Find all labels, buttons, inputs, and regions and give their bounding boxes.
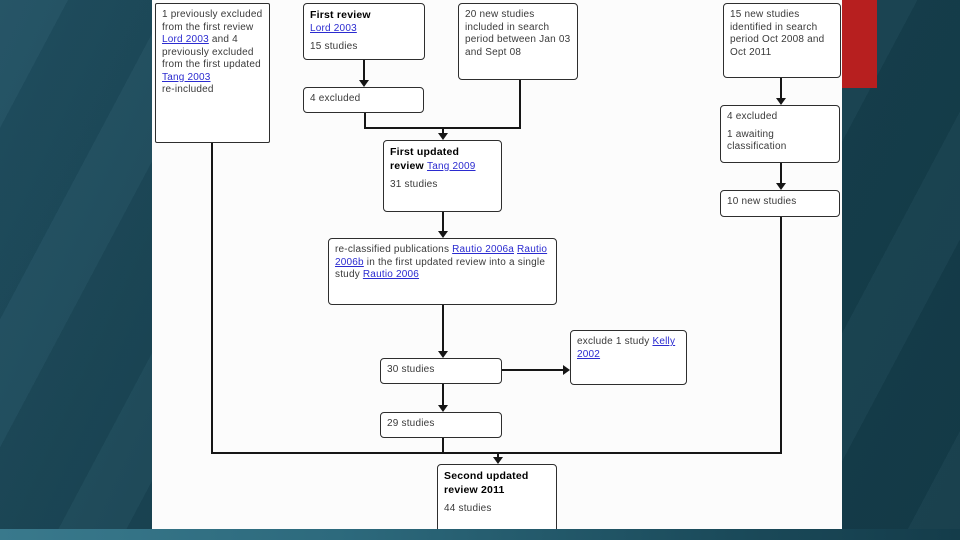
bottom-accent-bar [0, 529, 960, 540]
link-rautio-2006a[interactable]: Rautio 2006a [452, 244, 515, 255]
first-updated-count: 31 studies [390, 179, 438, 190]
box-first-review: First review Lord 2003 15 studies [303, 3, 425, 60]
excluded-4-text: 4 excluded [310, 93, 361, 104]
box-4-excluded-1-awaiting: 4 excluded 1 awaiting classification [720, 105, 840, 163]
box-reclassified-publications: re-classified publications Rautio 2006a … [328, 238, 557, 305]
connector-29-down [442, 438, 444, 453]
first-review-title: First review [310, 9, 371, 21]
exclude-one-text: exclude 1 study [577, 336, 653, 347]
arrowhead-10new [776, 183, 786, 190]
arrowhead-29studies [438, 405, 448, 412]
new-studies-2011-text: 15 new studies identified in search peri… [730, 9, 825, 58]
arrowhead-kelly [563, 365, 570, 375]
link-kelly-2002[interactable]: Kelly 2002 [577, 336, 676, 360]
connector-10new-down [780, 217, 782, 453]
reclassified-text-2: in the first updated review into a singl… [335, 256, 546, 281]
reincluded-text-3: re-included [162, 84, 214, 95]
connector-merge-bottom [211, 452, 782, 454]
box-30-studies: 30 studies [380, 358, 502, 384]
connector-excluded4-down [364, 113, 366, 129]
connector-30-to-29 [442, 384, 444, 407]
connector-into-secondupdated [497, 453, 499, 459]
connector-firstupdated-to-reclassified [442, 212, 444, 233]
link-rautio-2006[interactable]: Rautio 2006 [362, 269, 420, 280]
link-rautio-2006b[interactable]: Rautio 2006b [335, 244, 548, 268]
connector-excluded-to-10new [780, 163, 782, 185]
red-accent-block [842, 0, 877, 88]
excluded-awaiting-line2: 1 awaiting classification [727, 128, 787, 153]
second-updated-title: Second updated review 2011 [444, 470, 529, 496]
box-first-updated-review: First updated review Tang 2009 31 studie… [383, 140, 502, 212]
link-tang-2009[interactable]: Tang 2009 [427, 160, 476, 172]
arrowhead-excluded-awaiting [776, 98, 786, 105]
slide-canvas: 1 previously excluded from the first rev… [152, 0, 842, 529]
connector-new2011-to-excluded [780, 78, 782, 100]
box-exclude-1-study-kelly: exclude 1 study Kelly 2002 [570, 330, 687, 385]
arrowhead-reclassified [438, 231, 448, 238]
reincluded-text-1: 1 previously excluded from the first rev… [162, 9, 263, 33]
arrowhead-firstupdated [438, 133, 448, 140]
first-updated-title: First updated review [390, 146, 460, 172]
arrowhead-excluded4 [359, 80, 369, 87]
connector-30-to-kelly [502, 369, 564, 371]
link-lord-2003[interactable]: Lord 2003 [310, 22, 357, 34]
reclassified-text-1: re-classified publications [335, 244, 453, 255]
arrowhead-secondupdated [493, 457, 503, 464]
box-new-studies-oct08-oct11: 15 new studies identified in search peri… [723, 3, 841, 78]
connector-reincluded-down [211, 143, 213, 453]
box-29-studies: 29 studies [380, 412, 502, 438]
ten-new-text: 10 new studies [727, 196, 797, 207]
reincluded-text-2: and 4 previously excluded from the first… [162, 34, 261, 70]
connector-firstreview-to-excluded [363, 60, 365, 81]
second-updated-count: 44 studies [444, 503, 492, 514]
box-previously-excluded-reincluded: 1 previously excluded from the first rev… [155, 3, 270, 143]
first-review-count: 15 studies [310, 41, 358, 52]
link-tang-2003[interactable]: Tang 2003 [162, 71, 211, 83]
connector-new2008-down [519, 80, 521, 129]
box-second-updated-review-2011: Second updated review 2011 44 studies [437, 464, 557, 529]
connector-reclassified-to-30 [442, 305, 444, 353]
thirty-text: 30 studies [387, 364, 435, 375]
box-4-excluded: 4 excluded [303, 87, 424, 113]
link-lord-2003-reincluded[interactable]: Lord 2003 [162, 34, 209, 45]
box-10-new-studies: 10 new studies [720, 190, 840, 217]
twentynine-text: 29 studies [387, 418, 435, 429]
new-studies-2008-text: 20 new studies included in search period… [465, 9, 571, 58]
arrowhead-30studies [438, 351, 448, 358]
excluded-awaiting-line1: 4 excluded [727, 111, 778, 122]
box-new-studies-jan03-sept08: 20 new studies included in search period… [458, 3, 578, 80]
connector-into-firstupdated [442, 127, 444, 135]
